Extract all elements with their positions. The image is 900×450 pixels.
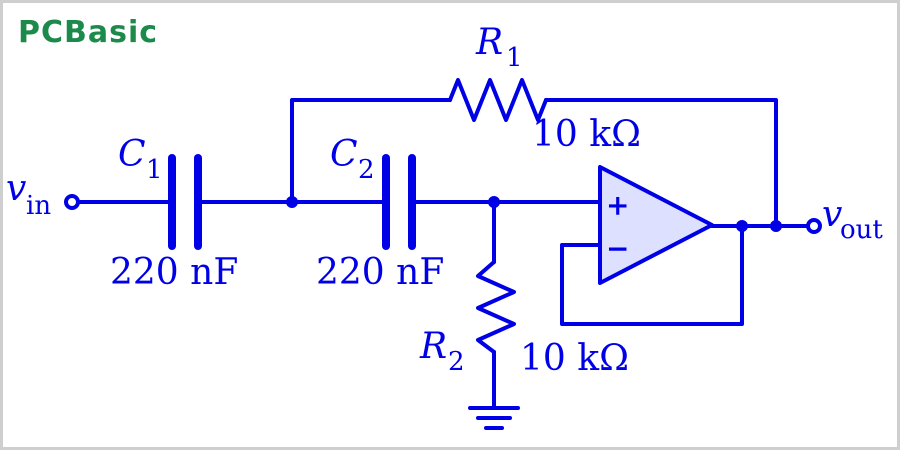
vout-label: v <box>822 194 842 235</box>
opamp-plus-sign: + <box>606 189 629 222</box>
r2-label: R <box>419 326 447 367</box>
junction-dot <box>770 220 782 232</box>
wire-negative-feedback <box>560 224 744 326</box>
wire-node-r1 <box>290 98 452 204</box>
wire-r1-output <box>544 98 778 228</box>
c1-label: C <box>118 134 146 175</box>
r1-subscript: 1 <box>506 43 523 73</box>
junction-dot <box>286 196 298 208</box>
r2-subscript: 2 <box>448 347 465 377</box>
c2-subscript: 2 <box>358 155 375 185</box>
junction-dot <box>488 196 500 208</box>
vin-label: v <box>6 168 26 209</box>
vout-terminal <box>806 218 822 234</box>
ground-icon <box>468 406 520 430</box>
resistor-r1 <box>448 78 548 122</box>
r1-label: R <box>475 22 503 63</box>
c1-value: 220 nF <box>110 252 238 293</box>
vin-subscript: in <box>26 191 51 221</box>
pcbasic-logo: PCBasic <box>18 15 159 50</box>
capacitor-c2 <box>382 154 416 250</box>
c2-value: 220 nF <box>316 252 444 293</box>
r2-value: 10 kΩ <box>520 338 629 379</box>
junction-dot <box>736 220 748 232</box>
c2-label: C <box>330 134 358 175</box>
c1-subscript: 1 <box>146 155 163 185</box>
resistor-r2 <box>476 260 516 354</box>
r1-value: 10 kΩ <box>532 114 641 155</box>
opamp-triangle <box>598 165 714 285</box>
capacitor-c1 <box>168 154 202 250</box>
vout-subscript: out <box>840 215 883 245</box>
opamp-minus-sign: − <box>606 232 629 265</box>
